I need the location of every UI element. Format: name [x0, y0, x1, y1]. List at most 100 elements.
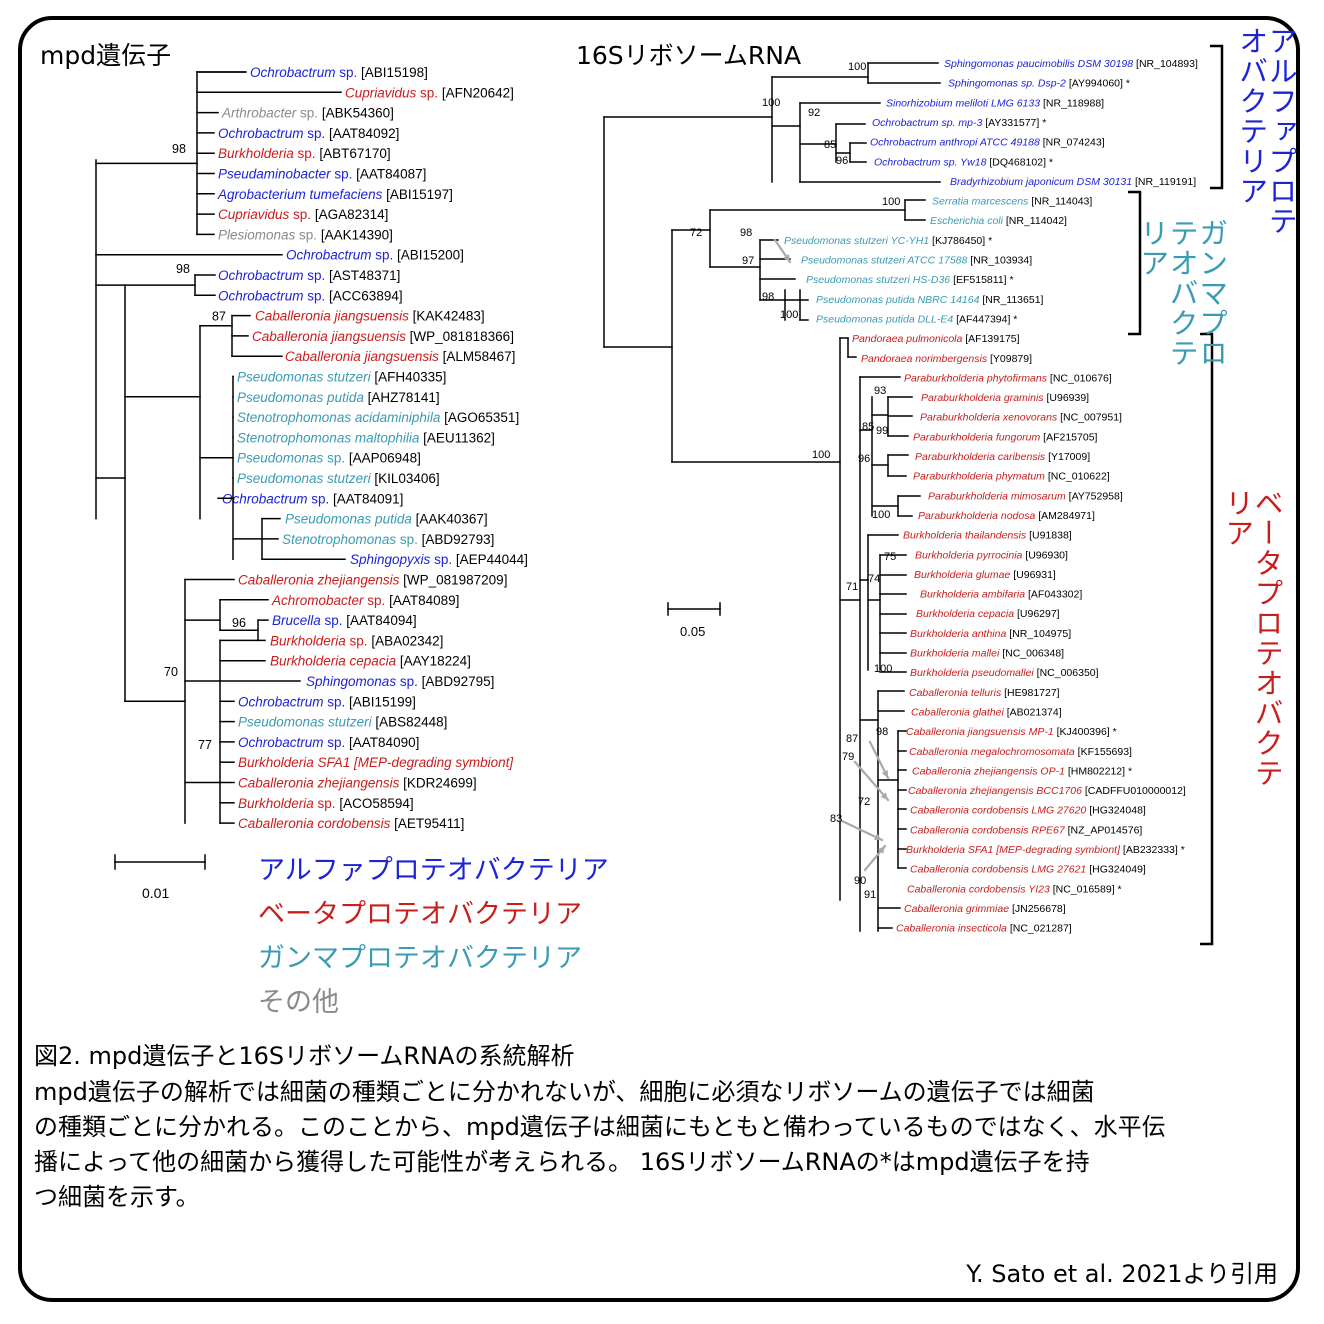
right-tree-leaf: Pseudomonas putida NBRC 14164 [NR_113651…	[816, 294, 1044, 306]
bootstrap-value: 77	[198, 738, 212, 752]
bootstrap-value: 85	[824, 139, 836, 151]
right-tree-leaf: Burkholderia anthina [NR_104975]	[910, 628, 1071, 640]
left-tree-leaf: Ochrobactrum sp. [AAT84092]	[218, 126, 399, 141]
left-tree-leaf: Burkholderia SFA1 [MEP-degrading symbion…	[238, 755, 514, 770]
right-tree-leaf: Sphingomonas sp. Dsp-2 [AY994060] *	[948, 78, 1130, 90]
left-tree-leaf: Pseudomonas stutzeri [KIL03406]	[237, 471, 440, 486]
right-tree-leaf: Escherichia coli [NR_114042]	[930, 215, 1067, 227]
right-tree-leaf: Serratia marcescens [NR_114043]	[932, 196, 1092, 208]
right-tree-leaf: Pseudomonas stutzeri HS-D36 [EF515811] *	[806, 274, 1014, 286]
right-tree-leaf: Caballeronia cordobensis LMG 27620 [HG32…	[910, 805, 1146, 817]
left-tree-leaf: Burkholderia sp. [ABT67170]	[218, 146, 391, 161]
right-tree-leaf: Ochrobactrum anthropi ATCC 49188 [NR_074…	[870, 137, 1105, 149]
right-tree-leaf: Bradyrhizobium japonicum DSM 30131 [NR_1…	[950, 176, 1196, 188]
left-tree-leaf: Pseudaminobacter sp. [AAT84087]	[218, 167, 426, 182]
right-tree-leaf: Pseudomonas stutzeri ATCC 17588 [NR_1039…	[801, 255, 1032, 267]
bootstrap-value: 100	[848, 61, 866, 73]
right-tree-leaf: Caballeronia telluris [HE981727]	[909, 687, 1060, 699]
left-tree-leaf: Caballeronia jiangsuensis [KAK42483]	[255, 309, 485, 324]
right-tree-leaf: Caballeronia insecticola [NC_021287]	[896, 923, 1072, 935]
legend-other: その他	[258, 987, 339, 1018]
right-tree-leaf: Paraburkholderia phytofirmans [NC_010676…	[904, 372, 1112, 384]
caption-line-1: mpd遺伝子の解析では細菌の種類ごとに分かれないが、細胞に必須なリボソームの遺伝…	[34, 1078, 1095, 1106]
left-tree-leaf: Sphingomonas sp. [ABD92795]	[306, 674, 494, 689]
bootstrap-value: 97	[742, 255, 754, 267]
phylogenetic-trees: Ochrobactrum sp. [ABI15198] Cupriavidus s…	[95, 44, 1224, 946]
right-tree-leaf: Pandoraea pulmonicola [AF139175]	[852, 333, 1020, 345]
bootstrap-value: 100	[874, 663, 892, 675]
left-tree-leaf: Ochrobactrum sp. [AST48371]	[218, 268, 400, 283]
left-tree-leaf: Pseudomonas sp. [AAP06948]	[237, 451, 421, 466]
left-tree-leaf: Caballeronia zhejiangensis [KDR24699]	[238, 776, 477, 791]
legend-gamma: ガンマプロテオバクテリア	[258, 943, 582, 974]
left-tree-leaf: Caballeronia zhejiangensis [WP_081987209…	[238, 573, 507, 588]
left-tree-title: mpd遺伝子	[40, 41, 172, 70]
left-tree-leaf: Stenotrophomonas maltophilia [AEU11362]	[237, 430, 495, 445]
left-tree-leaf: Burkholderia sp. [ACO58594]	[238, 796, 414, 811]
right-tree-leaf: Paraburkholderia nodosa [AM284971]	[918, 510, 1095, 522]
right-tree-leaf: Burkholderia pyrrocinia [U96930]	[915, 549, 1068, 561]
bootstrap-value: 100	[780, 309, 798, 321]
scale-bar-label: 0.05	[680, 624, 705, 639]
right-tree-leaf: Paraburkholderia fungorum [AF215705]	[913, 431, 1098, 443]
bootstrap-value: 74	[868, 573, 880, 585]
left-tree-leaf: Caballeronia jiangsuensis [WP_081818366]	[252, 329, 514, 344]
citation: Y. Sato et al. 2021より引用	[966, 1260, 1278, 1288]
right-tree-leaf: Paraburkholderia graminis [U96939]	[921, 392, 1089, 404]
left-tree-leaf: Cupriavidus sp. [AGA82314]	[218, 207, 388, 222]
right-tree-leaf: Pandoraea norimbergensis [Y09879]	[861, 353, 1032, 365]
right-tree-leaf: Caballeronia zhejiangensis BCC1706 [CADF…	[908, 785, 1186, 797]
bootstrap-value: 92	[808, 107, 820, 119]
right-tree-leaf: Caballeronia cordobensis RPE67 [NZ_AP014…	[910, 824, 1142, 836]
bootstrap-value: 98	[762, 291, 774, 303]
bootstrap-value: 96	[232, 616, 246, 630]
left-tree-leaf: Cupriavidus sp. [AFN20642]	[345, 85, 514, 100]
bootstrap-value: 100	[872, 509, 890, 521]
bootstrap-value: 70	[164, 665, 178, 679]
bootstrap-value: 75	[884, 551, 896, 563]
bootstrap-value: 91	[864, 889, 876, 901]
right-tree-leaf: Burkholderia thailandensis [U91838]	[903, 530, 1072, 542]
annotation-arrow	[838, 818, 884, 842]
right-tree-title: 16SリボソームRNA	[576, 41, 802, 70]
right-tree-leaf: Ochrobactrum sp. mp-3 [AY331577] *	[872, 117, 1046, 129]
arrowhead	[874, 833, 882, 841]
annotation-arrow	[853, 760, 890, 802]
bootstrap-value: 93	[874, 385, 886, 397]
right-tree-leaf: Burkholderia pseudomallei [NC_006350]	[910, 667, 1099, 679]
left-tree-leaf: Stenotrophomonas acidaminiphila [AGO6535…	[237, 410, 519, 425]
bootstrap-value: 87	[212, 310, 226, 324]
left-tree-leaf: Arthrobacter sp. [ABK54360]	[221, 106, 394, 121]
scale-bar-label: 0.01	[142, 885, 169, 901]
left-tree-leaf: Achromobacter sp. [AAT84089]	[271, 593, 459, 608]
figure-frame	[18, 16, 1300, 1302]
left-tree-leaf: Pseudomonas stutzeri [AFH40335]	[237, 370, 446, 385]
right-tree-leaf: Ochrobactrum sp. Yw18 [DQ468102] *	[874, 156, 1053, 168]
right-tree-leaf: Caballeronia cordobensis LMG 27621 [HG32…	[910, 864, 1146, 876]
left-tree-leaf: Ochrobactrum sp. [ABI15199]	[238, 694, 416, 709]
bootstrap-value: 96	[836, 155, 848, 167]
right-tree-leaf: Burkholderia glumae [U96931]	[914, 569, 1056, 581]
bootstrap-value: 98	[740, 227, 752, 239]
left-tree-leaf: Ochrobactrum sp. [ACC63894]	[218, 288, 403, 303]
right-tree-leaf: Pseudomonas stutzeri YC-YH1 [KJ786450] *	[784, 235, 992, 247]
caption-line-3: 播によって他の細菌から獲得した可能性が考えられる。 16SリボソームRNAの*は…	[34, 1148, 1090, 1176]
left-tree-leaf: Pseudomonas putida [AHZ78141]	[237, 390, 440, 405]
left-tree-leaf: Stenotrophomonas sp. [ABD92793]	[282, 532, 494, 547]
left-tree-leaf: Ochrobactrum sp. [ABI15198]	[250, 65, 428, 80]
bootstrap-value: 72	[690, 227, 702, 239]
caption-line-4: つ細菌を示す。	[34, 1183, 200, 1211]
gamma-group-label: ガンマプロテオバクテリア	[1135, 218, 1229, 368]
right-tree-leaf: Burkholderia ambifaria [AF043302]	[920, 589, 1082, 601]
right-tree-leaf: Pseudomonas putida DLL-E4 [AF447394] *	[816, 313, 1017, 325]
bootstrap-value: 96	[858, 453, 870, 465]
bootstrap-value: 98	[172, 142, 186, 156]
left-tree-leaf: Plesiomonas sp. [AAK14390]	[218, 227, 393, 242]
right-tree-leaf: Paraburkholderia caribensis [Y17009]	[915, 451, 1090, 463]
right-tree-leaf: Paraburkholderia mimosarum [AY752958]	[928, 490, 1123, 502]
bootstrap-value: 90	[854, 875, 866, 887]
bootstrap-value: 87	[846, 733, 858, 745]
bootstrap-value: 98	[876, 726, 888, 738]
left-tree-leaf: Ochrobactrum sp. [ABI15200]	[286, 248, 464, 263]
gamma-bracket	[1128, 190, 1142, 336]
